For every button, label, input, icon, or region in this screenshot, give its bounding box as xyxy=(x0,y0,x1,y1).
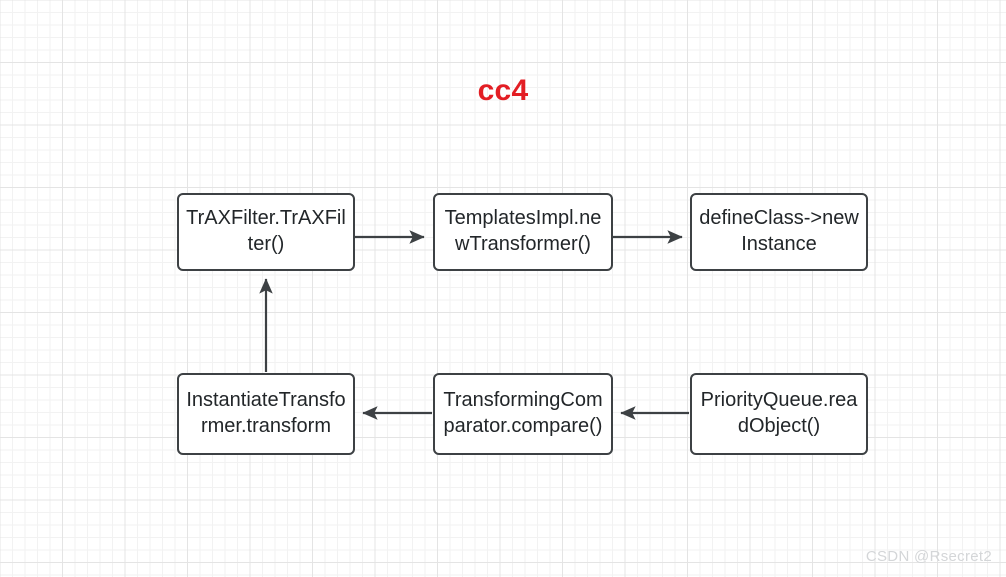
node-priorityqueue[interactable]: PriorityQueue.readObject() xyxy=(690,373,868,455)
node-comparator[interactable]: TransformingComparator.compare() xyxy=(433,373,613,455)
watermark: CSDN @Rsecret2 xyxy=(865,548,992,565)
node-defineclass[interactable]: defineClass->newInstance xyxy=(690,193,868,271)
node-instantiate[interactable]: InstantiateTransformer.transform xyxy=(177,373,355,455)
node-priorityqueue-label: PriorityQueue.readObject() xyxy=(700,389,858,437)
node-traxfilter[interactable]: TrAXFilter.TrAXFilter() xyxy=(177,193,355,271)
diagram-title: cc4 xyxy=(477,74,529,107)
node-instantiate-label: InstantiateTransformer.transform xyxy=(186,389,346,437)
node-templates[interactable]: TemplatesImpl.newTransformer() xyxy=(433,193,613,271)
node-defineclass-label: defineClass->newInstance xyxy=(699,207,859,255)
node-comparator-label: TransformingComparator.compare() xyxy=(443,389,603,437)
node-traxfilter-label: TrAXFilter.TrAXFilter() xyxy=(186,207,346,255)
node-templates-label: TemplatesImpl.newTransformer() xyxy=(444,207,602,255)
